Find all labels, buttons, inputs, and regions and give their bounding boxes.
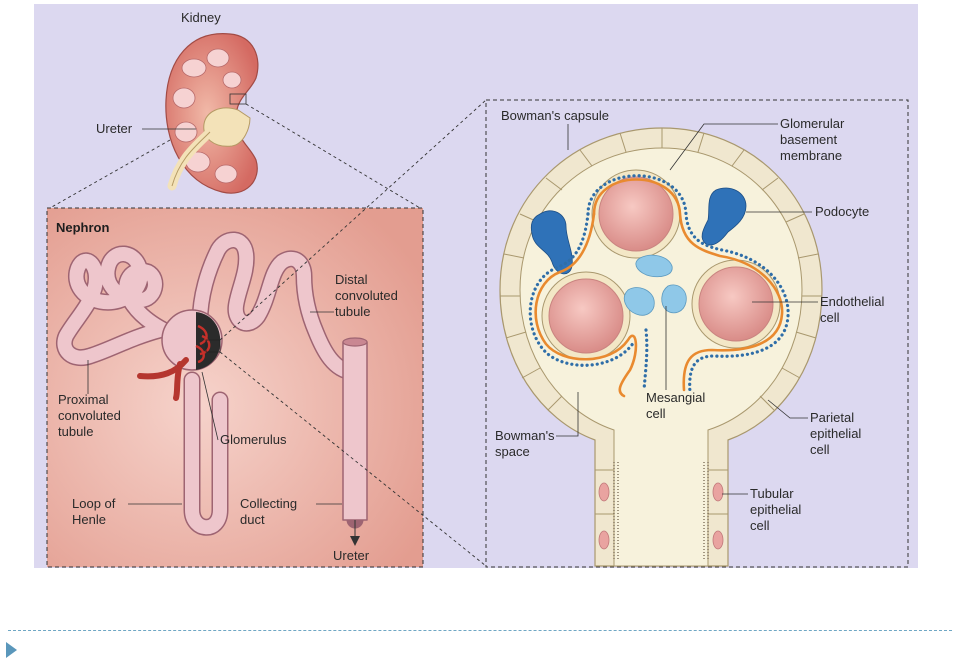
distal-label-1: Distal	[335, 272, 368, 287]
podocyte-label: Podocyte	[815, 204, 869, 219]
mesangial-label-2: cell	[646, 406, 666, 421]
tubular-label-1: Tubular	[750, 486, 794, 501]
bowmans-capsule-label: Bowman's capsule	[501, 108, 609, 123]
loop-label-1: Loop of	[72, 496, 116, 511]
bowmans-space-label-2: space	[495, 444, 530, 459]
tubular-label-2: epithelial	[750, 502, 801, 517]
loop-label-2: Henle	[72, 512, 106, 527]
mesangial-label-1: Mesangial	[646, 390, 705, 405]
parietal-label-2: epithelial	[810, 426, 861, 441]
distal-label-2: convoluted	[335, 288, 398, 303]
endothelial-label-2: cell	[820, 310, 840, 325]
glomerulus-label: Glomerulus	[220, 432, 287, 447]
parietal-label-3: cell	[810, 442, 830, 457]
parietal-label-1: Parietal	[810, 410, 854, 425]
play-triangle-icon[interactable]	[6, 642, 17, 658]
nephron-tubule	[56, 231, 368, 536]
bowmans-capsule-detail	[499, 127, 823, 567]
nephron-title: Nephron	[56, 220, 110, 235]
ureter-bottom-label: Ureter	[333, 548, 370, 563]
parietal-leader	[767, 399, 808, 419]
gbm-label-2: basement	[780, 132, 837, 147]
distal-label-3: tubule	[335, 304, 370, 319]
zoom-line-lower	[219, 351, 487, 567]
ureter-arrow-head	[350, 536, 360, 546]
zoom-line-left	[49, 139, 171, 209]
footer-divider	[8, 630, 952, 631]
tubular-label-3: cell	[750, 518, 770, 533]
kidney-label: Kidney	[181, 10, 221, 25]
proximal-label-3: tubule	[58, 424, 93, 439]
glomerulus-leader	[201, 371, 219, 441]
proximal-label-2: convoluted	[58, 408, 121, 423]
kidney-illustration	[165, 33, 259, 194]
collecting-label-1: Collecting	[240, 496, 297, 511]
slide-footer	[0, 622, 960, 664]
proximal-label-1: Proximal	[58, 392, 109, 407]
bowmans-space-leader	[556, 392, 579, 437]
capillary-loops	[541, 169, 781, 361]
endothelial-label-1: Endothelial	[820, 294, 884, 309]
gbm-leader	[669, 123, 778, 171]
collecting-label-2: duct	[240, 512, 265, 527]
gbm-label-1: Glomerular	[780, 116, 845, 131]
gbm-label-3: membrane	[780, 148, 842, 163]
bowmans-space-label-1: Bowman's	[495, 428, 555, 443]
zoom-line-right	[245, 103, 421, 209]
ureter-top-label: Ureter	[96, 121, 133, 136]
nephron-glomerulus	[137, 309, 223, 401]
